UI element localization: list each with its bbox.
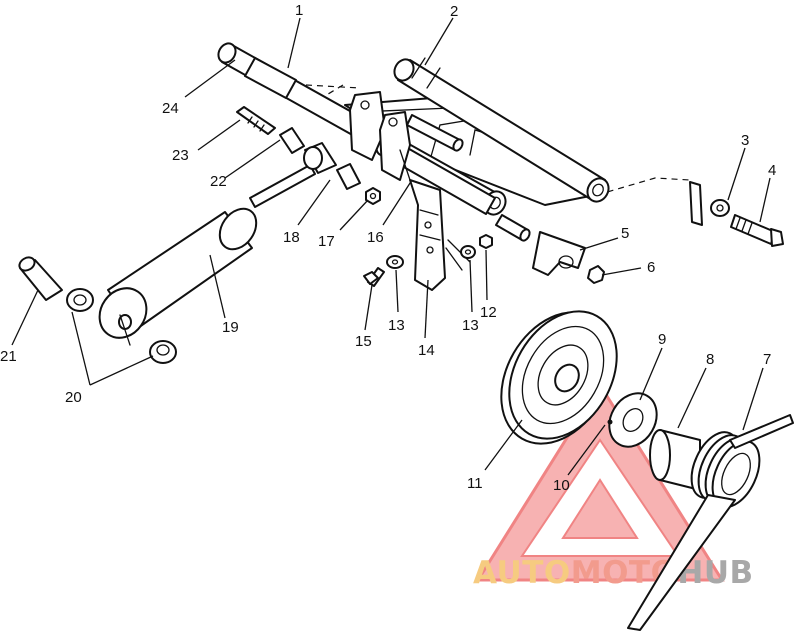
bushing-20b: [149, 340, 177, 364]
callout-16: 16: [367, 229, 384, 246]
callout-23: 23: [172, 147, 189, 164]
callout-10: 10: [553, 477, 570, 494]
callout-5: 5: [621, 225, 629, 242]
nut-17: [365, 187, 381, 205]
bolt-23: [236, 106, 276, 135]
arm-assembly: [217, 42, 610, 242]
callout-15: 15: [355, 333, 372, 350]
callout-9: 9: [658, 331, 666, 348]
idler-wheel-11: [500, 310, 618, 445]
shock-eye: [98, 287, 148, 339]
bearing-collar-9: [607, 392, 658, 448]
callout-21: 21: [0, 348, 17, 365]
callout-4: 4: [768, 162, 776, 179]
spring-arm-upper: [729, 414, 794, 449]
callout-6: 6: [647, 259, 655, 276]
watermark: AUTOMOTOHUB: [473, 382, 754, 591]
bracket-plate-left: [349, 91, 386, 161]
bolt-4: [730, 214, 776, 245]
washer-3: [710, 199, 730, 217]
callout-22: 22: [210, 173, 227, 190]
spacer-18: [336, 163, 361, 190]
shock-absorber-19: [98, 164, 316, 346]
washer-13b: [460, 245, 476, 259]
callout-19: 19: [222, 319, 239, 336]
idler-bracket-5: [532, 231, 586, 276]
callout-18: 18: [283, 229, 300, 246]
callout-14: 14: [418, 342, 435, 359]
callout-1: 1: [295, 2, 303, 19]
washer-13a: [386, 255, 404, 269]
nut-12: [479, 234, 493, 249]
hanger-bracket-14: [399, 149, 471, 291]
bearing-10: [607, 419, 613, 425]
watermark-text: AUTOMOTOHUB: [473, 555, 754, 591]
watermark-triangle-logo: [475, 382, 725, 582]
hardware: [18, 106, 784, 364]
spring-arm-lower: [627, 494, 736, 631]
shaft-sleeve-24: [244, 57, 297, 99]
callout-3: 3: [741, 132, 749, 149]
wheel-hub: [554, 363, 580, 393]
callout-labels: 1 2 3 4 5 6 7 8 9 10 11 12 13 13 14 15 1…: [0, 2, 776, 494]
callout-13a: 13: [388, 317, 405, 334]
callout-11: 11: [467, 475, 483, 492]
pin-22: [279, 127, 305, 154]
nut-6: [587, 265, 605, 284]
callout-8: 8: [706, 351, 714, 368]
callout-13b: 13: [462, 317, 479, 334]
callout-17: 17: [318, 233, 335, 250]
callout-7: 7: [763, 351, 771, 368]
bushing-20a: [66, 288, 94, 312]
watermark-auto: AUTO: [473, 555, 571, 591]
shock-rod: [249, 164, 316, 208]
callout-2: 2: [450, 3, 458, 20]
torsion-spring: [627, 414, 794, 631]
callout-24: 24: [162, 100, 179, 117]
leader-lines: [11, 17, 771, 476]
callout-20: 20: [65, 389, 82, 406]
axle-bracket: [689, 181, 703, 226]
bracket-plate-right: [379, 111, 411, 181]
callout-12: 12: [480, 304, 497, 321]
